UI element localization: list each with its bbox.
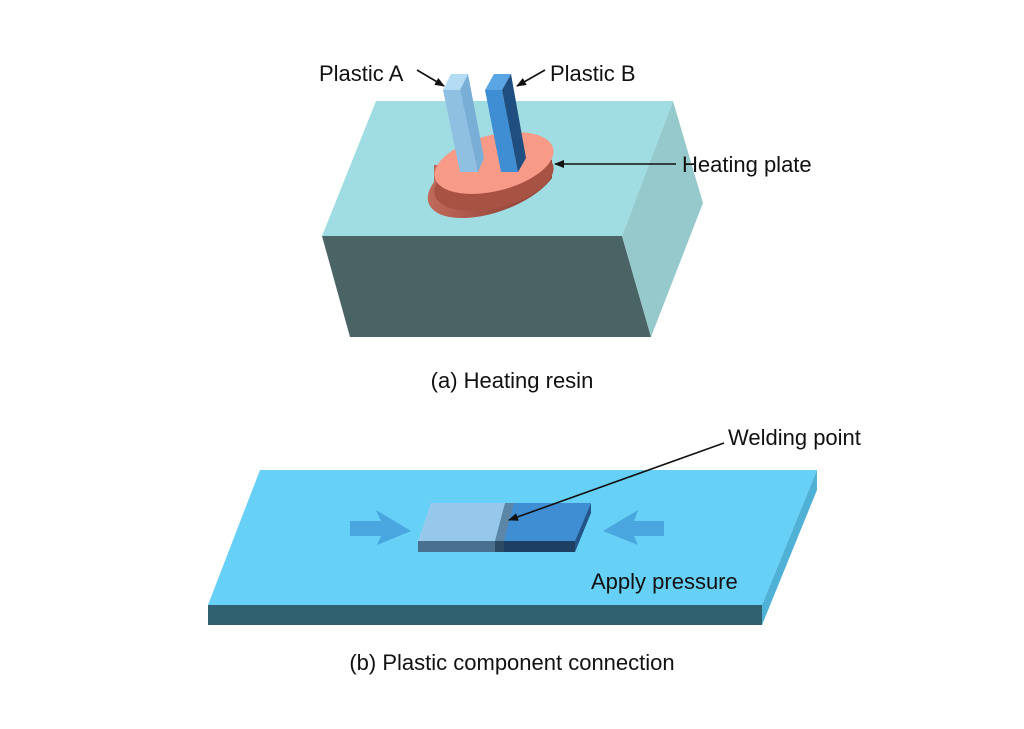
right-pressure-arrow <box>603 510 664 545</box>
plastic-a-top <box>443 74 468 90</box>
plastic-b-piece <box>485 74 526 172</box>
plastic-a-piece <box>443 74 484 172</box>
base-front-face <box>208 605 762 625</box>
plastic-a-side <box>460 74 484 172</box>
welded-pieces <box>418 503 591 552</box>
base-side-face <box>762 470 817 625</box>
welded-plastic-b-side <box>575 503 591 552</box>
weld-seam <box>495 503 516 541</box>
welding-point-pointer <box>508 442 725 521</box>
block-side-face <box>622 101 703 337</box>
heating-plate-label: Heating plate <box>682 152 812 177</box>
welded-plastic-b-top <box>504 503 591 541</box>
plastic-b-label: Plastic B <box>550 61 636 86</box>
welded-plastic-a-top <box>418 503 507 541</box>
welding-point-label: Welding point <box>728 425 861 450</box>
panel-a-caption: (a) Heating resin <box>431 368 594 393</box>
plastic-a-front <box>443 90 478 172</box>
apply-pressure-label: Apply pressure <box>591 569 738 594</box>
left-pressure-arrow <box>350 510 411 545</box>
plastic-a-label: Plastic A <box>319 61 404 86</box>
welded-plastic-a-front <box>418 541 497 552</box>
plastic-b-top <box>485 74 511 90</box>
plastic-b-side <box>502 74 526 172</box>
welded-plastic-b-front <box>504 541 575 552</box>
plastic-b-pointer <box>516 69 546 87</box>
panel-b: Welding point Apply pressure (b) Plastic… <box>208 425 861 675</box>
plastic-b-front <box>485 90 518 172</box>
weld-seam-front <box>495 541 506 552</box>
panel-b-caption: (b) Plastic component connection <box>349 650 674 675</box>
plastic-a-pointer <box>416 69 445 87</box>
panel-a: Plastic A Plastic B Heating plate (a) He… <box>319 61 812 393</box>
block-front-face <box>322 236 651 337</box>
